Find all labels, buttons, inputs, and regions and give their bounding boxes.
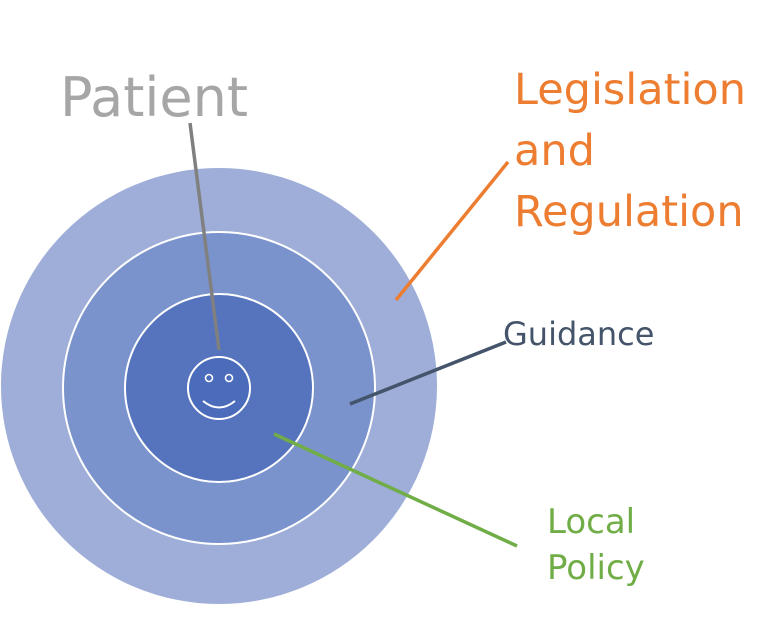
legislation-and-regulation-label: Legislation and Regulation	[514, 65, 746, 237]
local-policy-label: Local Policy	[547, 502, 645, 588]
guidance-label: Guidance	[503, 315, 655, 353]
smiley-face-icon	[187, 356, 251, 420]
guidance-leader-line	[349, 340, 507, 406]
local-policy-leader-line	[273, 432, 518, 548]
patient-leader-line	[188, 122, 221, 351]
patient-label: Patient	[60, 66, 249, 129]
legislation-leader-line	[394, 160, 510, 302]
